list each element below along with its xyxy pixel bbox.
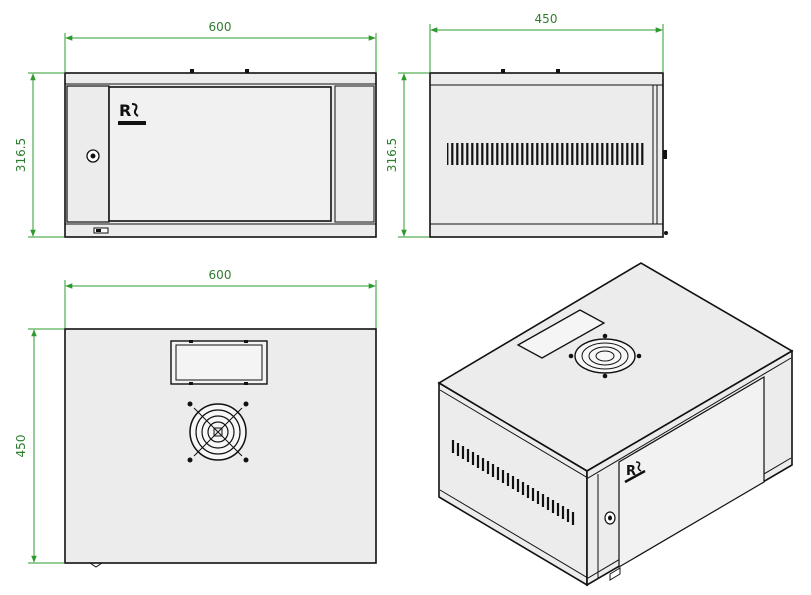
front-glass-door (108, 86, 332, 222)
front-right-frame (334, 85, 375, 223)
top-depth-label: 450 (14, 435, 28, 458)
side-depth-label: 450 (535, 12, 558, 26)
side-view: 450 316.5 (385, 12, 668, 238)
fan-icon (187, 401, 249, 463)
front-height-dimension: 316.5 (14, 72, 64, 238)
svg-text:R: R (626, 464, 636, 479)
isometric-view: R (437, 262, 794, 587)
side-height-label: 316.5 (385, 138, 399, 172)
side-depth-dimension: 450 (429, 12, 664, 72)
iso-side-vents (451, 440, 575, 525)
front-width-label: 600 (209, 20, 232, 34)
front-view: 600 316.5 R (14, 20, 377, 238)
svg-text:R: R (119, 101, 131, 120)
top-depth-dimension: 450 (14, 328, 64, 564)
side-height-dimension: 316.5 (385, 72, 429, 238)
lock-icon (86, 149, 100, 163)
top-width-dimension: 600 (64, 268, 377, 329)
iso-brand-logo: R (624, 461, 646, 484)
iso-fan-icon (568, 333, 642, 379)
cable-entry-cutout (170, 340, 268, 385)
side-ventilation-slots (447, 143, 644, 165)
iso-lock-icon (604, 511, 616, 525)
top-view: 600 450 (14, 268, 377, 568)
front-height-label: 316.5 (14, 138, 28, 172)
iso-glass-door (618, 375, 765, 569)
iso-cable-entry (516, 309, 606, 359)
front-width-dimension: 600 (64, 20, 377, 72)
top-width-label: 600 (209, 268, 232, 282)
brand-logo: R (118, 101, 146, 125)
